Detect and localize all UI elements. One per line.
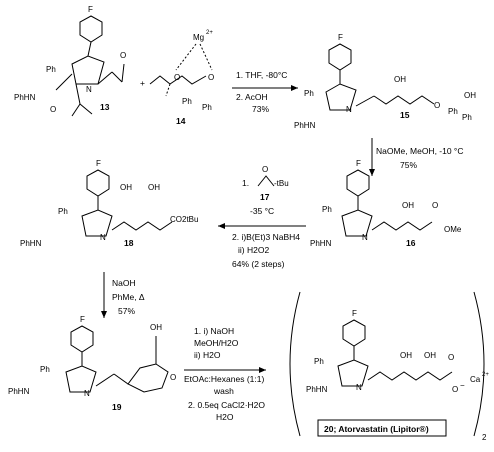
phenyl-label: Ph [304,89,314,98]
phenyl-label: Ph [314,357,324,366]
hydroxyl-label: OH [150,323,162,332]
phenyl-label: Ph [58,207,68,216]
hydroxyl-label-a: OH [120,183,132,192]
yield-3: 64% (2 steps) [232,259,285,269]
hydroxyl-label-b: OH [424,351,436,360]
methoxy-label: OMe [444,225,462,234]
phenyl-label-a: Ph [182,97,192,106]
phenyl-label-a: Ph [448,107,458,116]
carbonyl-oxygen-label: O [432,201,438,210]
anilide-label: PhHN [14,93,36,102]
conditions-5-line-5: wash [213,386,234,396]
oxygen-label: O [50,105,56,114]
nitrogen-label: N [84,389,90,398]
compound-number-18: 18 [124,238,134,248]
right-bracket [473,291,485,437]
conditions-2-line-1: NaOMe, MeOH, -10 °C [376,146,463,156]
fluorine-label: F [96,159,101,168]
lactone-carbonyl-label: O [170,373,176,382]
conditions-3-line-1: 1. [242,178,249,188]
hydroxyl-label: OH [402,201,414,210]
conditions-3-temperature: -35 °C [250,206,274,216]
tert-butyl-label: -tBu [274,179,289,188]
carboxylate-oxygen-label: O [448,353,454,362]
compound-19: F N Ph PhHN OH O 19 [8,315,176,412]
calcium-label: Ca [470,375,481,384]
enolate-oxygen-label: O [174,73,180,82]
compound-number-16: 16 [406,238,416,248]
hydroxyl-label-a: OH [400,351,412,360]
magnesium-label: Mg [193,33,204,42]
left-bracket [289,291,301,437]
phenyl-label: Ph [46,65,56,74]
compound-18: F N Ph PhHN OH OH CO2tBu 18 [20,159,198,248]
carboxylate-oxygen-label-b: O [452,385,458,394]
anilide-label: PhHN [310,239,332,248]
conditions-5-line-3: ii) H2O [194,350,221,360]
phenyl-label-b: Ph [202,103,212,112]
stoichiometry-label: 2 [482,433,487,442]
fluorine-label: F [88,5,93,14]
aldehyde-oxygen-label: O [120,51,126,60]
compound-number-19: 19 [112,402,122,412]
compound-14: Mg 2+ O O Ph Ph 14 [149,30,214,126]
conditions-5-line-2: MeOH/H2O [194,338,239,348]
calcium-charge: 2+ [482,372,489,378]
fluorine-label: F [352,309,357,318]
nitrogen-label: N [86,85,92,94]
fluorine-label: F [356,159,361,168]
negative-charge: − [460,381,465,390]
yield-1: 73% [252,104,269,114]
tert-butyl-ester-label: CO2tBu [170,215,198,224]
compound-number-13: 13 [100,102,110,112]
anilide-label: PhHN [20,239,42,248]
conditions-5-line-4: EtOAc:Hexanes (1:1) [184,374,264,384]
conditions-4-line-1: NaOH [112,278,136,288]
fluorine-label: F [80,315,85,324]
nitrogen-label: N [100,233,106,242]
compound-16: F N Ph PhHN OH O OMe 16 [310,159,462,248]
compound-15: F N Ph PhHN OH O OH Ph Ph 15 [294,33,476,130]
nitrogen-label: N [346,105,352,114]
conditions-1-line-1: 1. THF, -80°C [236,70,287,80]
compound-number-20: 20; Atorvastatin (Lipitor®) [324,424,429,434]
yield-2: 75% [400,160,417,170]
ester-oxygen-label: O [434,101,440,110]
hydroxyl-label-b: OH [148,183,160,192]
conditions-4-line-2: PhMe, Δ [112,292,145,302]
conditions-5-line-6: 2. 0.5eq CaCl2·H2O [188,400,265,410]
magnesium-charge: 2+ [206,30,213,36]
yield-4: 57% [118,306,135,316]
compound-13: F N Ph O PhHN O 13 [14,5,126,117]
label-box [317,419,447,437]
hydroxyl-label: OH [464,91,476,100]
compound-number-14: 14 [176,116,186,126]
conditions-1-line-2: 2. AcOH [236,92,268,102]
fluorine-label: F [338,33,343,42]
conditions-5-line-1: 1. i) NaOH [194,326,234,336]
conditions-3-line-2: 2. i)B(Et)3 NaBH4 [232,232,300,242]
nitrogen-label: N [356,383,362,392]
anilide-label: PhHN [8,387,30,396]
enolate-oxygen-label: O [262,165,268,174]
hydroxyl-label: OH [394,75,406,84]
phenyl-label: Ph [322,205,332,214]
ester-oxygen-label: O [208,73,214,82]
conditions-5-line-7: H2O [216,412,234,422]
plus-sign: + [140,78,145,88]
compound-number-15: 15 [400,110,410,120]
phenyl-label: Ph [40,365,50,374]
nitrogen-label: N [362,233,368,242]
anilide-label: PhHN [294,121,316,130]
reagent-17-label: 17 [260,192,270,202]
anilide-label: PhHN [306,385,328,394]
conditions-3-line-3: ii) H2O2 [238,245,269,255]
phenyl-label-b: Ph [462,113,472,122]
compound-20: 2 Ca 2+ F N Ph PhHN OH OH O O − 20; Ator… [289,291,489,442]
